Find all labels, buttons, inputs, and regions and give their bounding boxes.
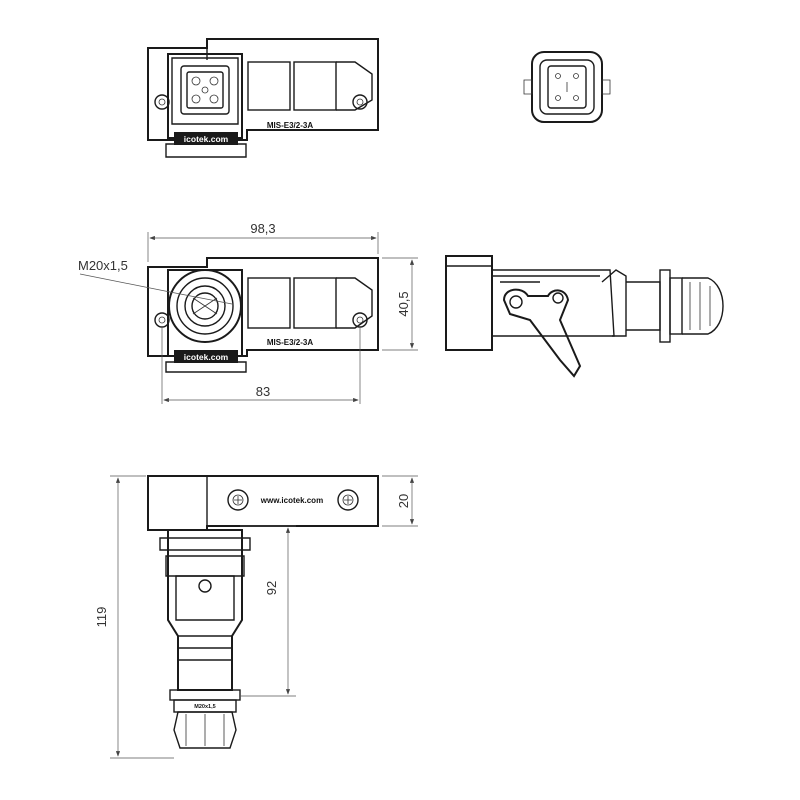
dim-hole-spacing: 83	[256, 384, 270, 399]
connector-face-view	[523, 51, 611, 123]
cable-gland-icon	[168, 269, 242, 343]
screw-hole-icon	[352, 94, 368, 110]
model-label-top: MIS-E3/2-3A	[267, 121, 313, 130]
screw-hole-icon	[154, 312, 170, 328]
dim-connector-length: 92	[264, 581, 279, 595]
dim-height: 40,5	[396, 291, 411, 316]
screw-head-icon	[337, 489, 359, 511]
screw-hole-icon	[352, 312, 368, 328]
front-view-top: icotek.com MIS-E3/2-3A	[147, 38, 379, 158]
bottom-view: www.icotek.com M20x1,5 20 92 119	[94, 475, 418, 759]
gland-marking: M20x1,5	[194, 704, 215, 710]
thread-callout: M20x1,5	[78, 258, 128, 273]
screw-hole-icon	[154, 94, 170, 110]
brand-label-top: icotek.com	[184, 134, 229, 144]
dim-frame-depth: 20	[396, 494, 411, 508]
model-label-middle: MIS-E3/2-3A	[267, 338, 313, 347]
side-view	[445, 255, 724, 378]
brand-label-middle: icotek.com	[184, 352, 229, 362]
dim-total-length: 119	[94, 607, 109, 628]
front-view-middle: icotek.com MIS-E3/2-3A 98,3 83 40,5 M20x…	[78, 221, 418, 404]
dim-total-width: 98,3	[250, 221, 275, 236]
screw-head-icon	[227, 489, 249, 511]
website-label: www.icotek.com	[260, 496, 323, 505]
